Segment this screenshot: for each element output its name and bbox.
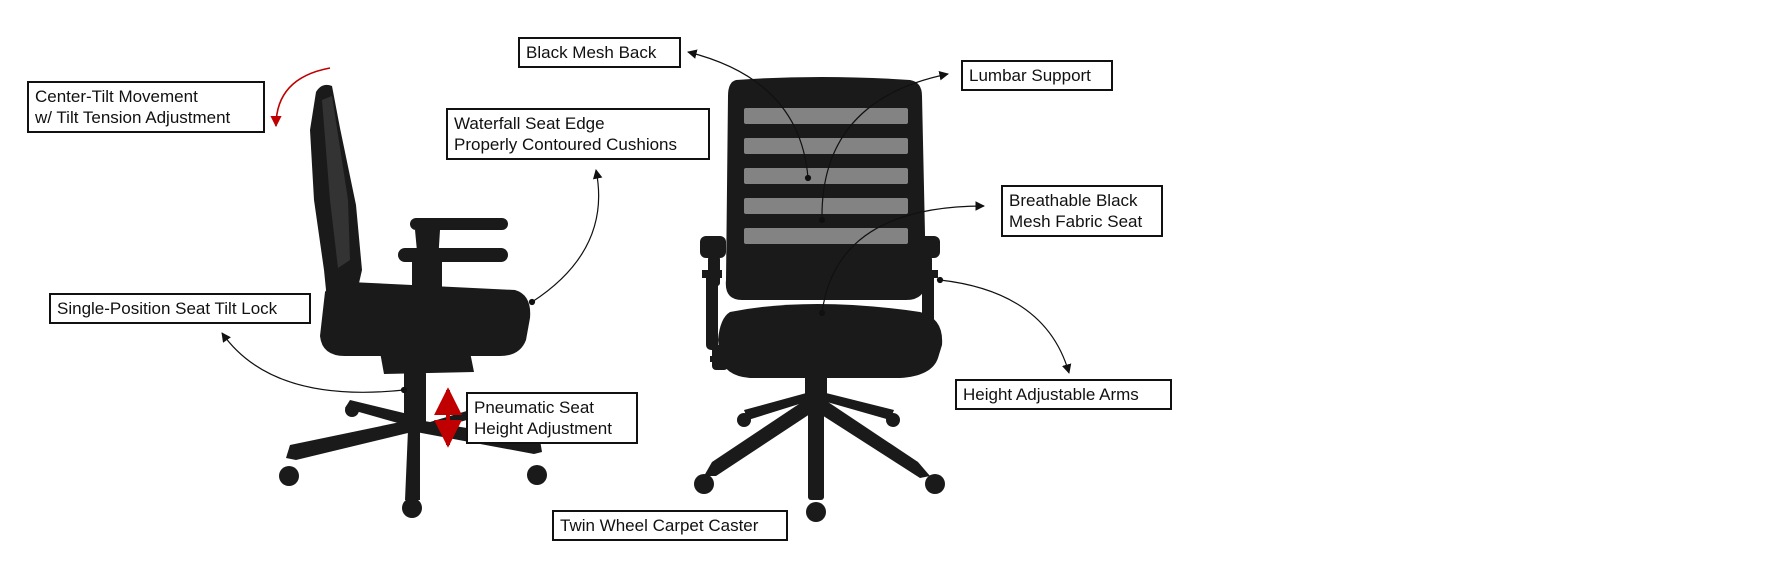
callout-mesh-seat: Breathable Black Mesh Fabric Seat <box>1001 185 1163 237</box>
callout-waterfall-line1: Waterfall Seat Edge <box>454 114 605 133</box>
callout-pneumatic-line2: Height Adjustment <box>474 419 612 438</box>
callout-center-tilt-line1: Center-Tilt Movement <box>35 87 198 106</box>
callout-waterfall-line2: Properly Contoured Cushions <box>454 135 678 154</box>
callout-mesh-back-line1: Black Mesh Back <box>526 43 657 62</box>
callout-arms-line1: Height Adjustable Arms <box>963 385 1139 404</box>
callout-mesh-back: Black Mesh Back <box>518 37 681 68</box>
tilt-direction-arrow <box>270 67 331 128</box>
callout-pneumatic-height: Pneumatic Seat Height Adjustment <box>466 392 638 444</box>
callout-pneumatic-line1: Pneumatic Seat <box>474 398 595 417</box>
callout-caster-line1: Twin Wheel Carpet Caster <box>560 516 759 535</box>
callout-center-tilt: Center-Tilt Movement w/ Tilt Tension Adj… <box>27 81 265 133</box>
callout-carpet-caster: Twin Wheel Carpet Caster <box>552 510 788 541</box>
callout-seat-tilt-lock-line1: Single-Position Seat Tilt Lock <box>57 299 278 318</box>
callout-lumbar-line1: Lumbar Support <box>969 66 1091 85</box>
callout-lumbar-support: Lumbar Support <box>961 60 1113 91</box>
callout-mesh-seat-line2: Mesh Fabric Seat <box>1009 212 1143 231</box>
callout-adjustable-arms: Height Adjustable Arms <box>955 379 1172 410</box>
leader-lines <box>221 49 1072 394</box>
callout-center-tilt-line2: w/ Tilt Tension Adjustment <box>35 108 231 127</box>
callout-waterfall-seat-edge: Waterfall Seat Edge Properly Contoured C… <box>446 108 710 160</box>
callout-seat-tilt-lock: Single-Position Seat Tilt Lock <box>49 293 311 324</box>
callout-mesh-seat-line1: Breathable Black <box>1009 191 1138 210</box>
front-view-chair-image <box>694 77 945 522</box>
front-mesh-stripes <box>744 108 908 244</box>
side-mesh-shading <box>322 96 350 268</box>
